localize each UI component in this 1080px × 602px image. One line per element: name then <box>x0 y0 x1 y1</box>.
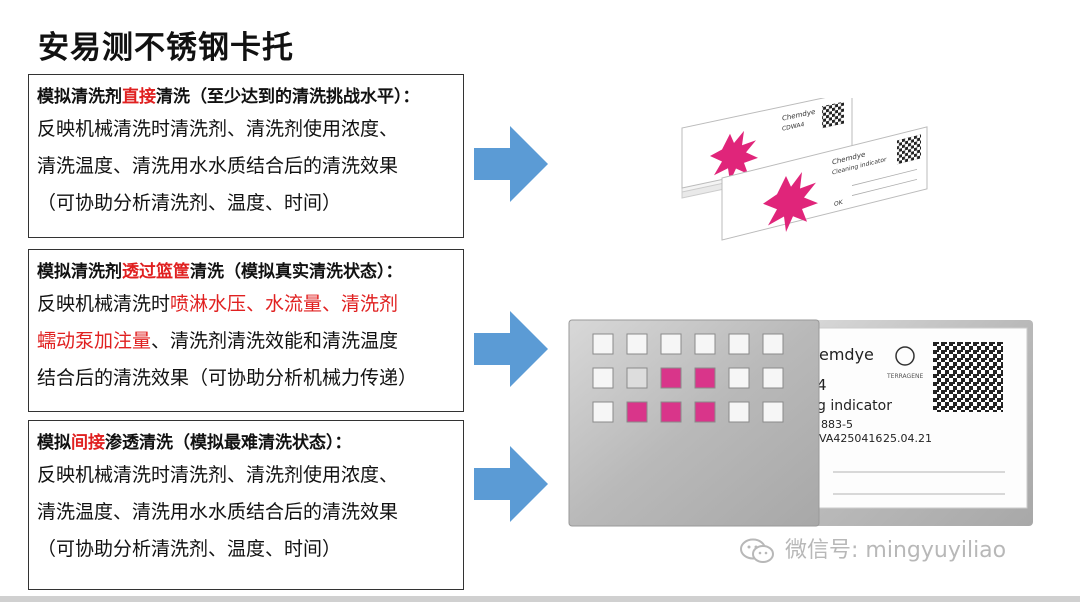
line-highlight: 蠕动泵加注量 <box>37 330 152 352</box>
heading-text: 清洗（模拟真实清洗状态）： <box>190 262 403 282</box>
tray-card-lot: VA4250416 <box>819 432 882 445</box>
heading-highlight: 直接 <box>122 87 156 107</box>
line-text: 、清洗剂清洗效能和清洗温度 <box>151 330 399 352</box>
page-title: 安易测不锈钢卡托 <box>38 30 294 66</box>
box-heading: 模拟间接渗透清洗（模拟最难清洗状态）： <box>37 429 463 457</box>
heading-text: 模拟 <box>37 433 71 453</box>
box-line: （可协助分析清洗剂、温度、时间） <box>37 192 342 214</box>
card-ok-text: OK <box>834 199 844 208</box>
right-arrow-icon <box>474 311 548 387</box>
bottom-bar <box>0 596 1080 602</box>
tray-card-code: 883-5 <box>821 418 853 431</box>
watermark-text: 微信号: mingyuyiliao <box>785 538 1007 563</box>
box-line: 反映机械清洗时喷淋水压、水流量、清洗剂 <box>37 286 463 323</box>
box-line: 清洗温度、清洗用水水质结合后的清洗效果 <box>37 501 399 523</box>
box-heading: 模拟清洗剂直接清洗（至少达到的清洗挑战水平）： <box>37 83 463 111</box>
heading-text: 渗透清洗（模拟最难清洗状态）： <box>105 433 352 453</box>
box-line: 结合后的清洗效果（可协助分析机械力传递） <box>37 367 418 389</box>
tray-window-grid <box>592 333 784 423</box>
heading-text: 模拟清洗剂 <box>37 262 122 282</box>
heading-highlight: 间接 <box>71 433 105 453</box>
line-highlight: 喷淋水压、水流量、清洗剂 <box>170 293 399 315</box>
box-line: （可协助分析清洗剂、温度、时间） <box>37 538 342 560</box>
heading-text: 清洗（至少达到的清洗挑战水平）： <box>156 87 420 107</box>
right-arrow-icon <box>474 126 548 202</box>
box-line: 反映机械清洗时清洗剂、清洗剂使用浓度、 <box>37 464 399 486</box>
tray-card-brand: emdye <box>819 345 874 364</box>
right-arrow-icon <box>474 446 548 522</box>
wechat-icon <box>740 538 774 563</box>
stainless-tray-image: emdye TERRAGENE 4 g indicator 883-5 VA42… <box>568 319 1033 527</box>
line-text: 反映机械清洗时 <box>37 293 171 315</box>
card-model-text: CDWA4 <box>782 121 804 133</box>
heading-highlight: 透过篮筐 <box>122 262 190 282</box>
heading-text: 模拟清洗剂 <box>37 87 122 107</box>
box-line: 清洗温度、清洗用水水质结合后的清洗效果 <box>37 155 399 177</box>
text-box-direct-wash: 模拟清洗剂直接清洗（至少达到的清洗挑战水平）： 反映机械清洗时清洗剂、清洗剂使用… <box>28 74 464 238</box>
text-box-basket-wash: 模拟清洗剂透过篮筐清洗（模拟真实清洗状态）： 反映机械清洗时喷淋水压、水流量、清… <box>28 249 464 412</box>
box-line: 蠕动泵加注量、清洗剂清洗效能和清洗温度 <box>37 323 463 360</box>
text-box-indirect-wash: 模拟间接渗透清洗（模拟最难清洗状态）： 反映机械清洗时清洗剂、清洗剂使用浓度、 … <box>28 420 464 590</box>
tray-card-name: g indicator <box>817 398 892 414</box>
box-heading: 模拟清洗剂透过篮筐清洗（模拟真实清洗状态）： <box>37 258 463 286</box>
tray-card-model: 4 <box>817 376 827 394</box>
tray-card-logo: TERRAGENE <box>886 373 923 380</box>
wechat-watermark: 微信号: mingyuyiliao <box>740 532 1006 564</box>
box-line: 反映机械清洗时清洗剂、清洗剂使用浓度、 <box>37 118 399 140</box>
indicator-cards-image: Chemdye CDWA4 Chemdye Cleaning indicator… <box>681 98 928 241</box>
tray-card-date: 25.04.21 <box>883 432 932 445</box>
